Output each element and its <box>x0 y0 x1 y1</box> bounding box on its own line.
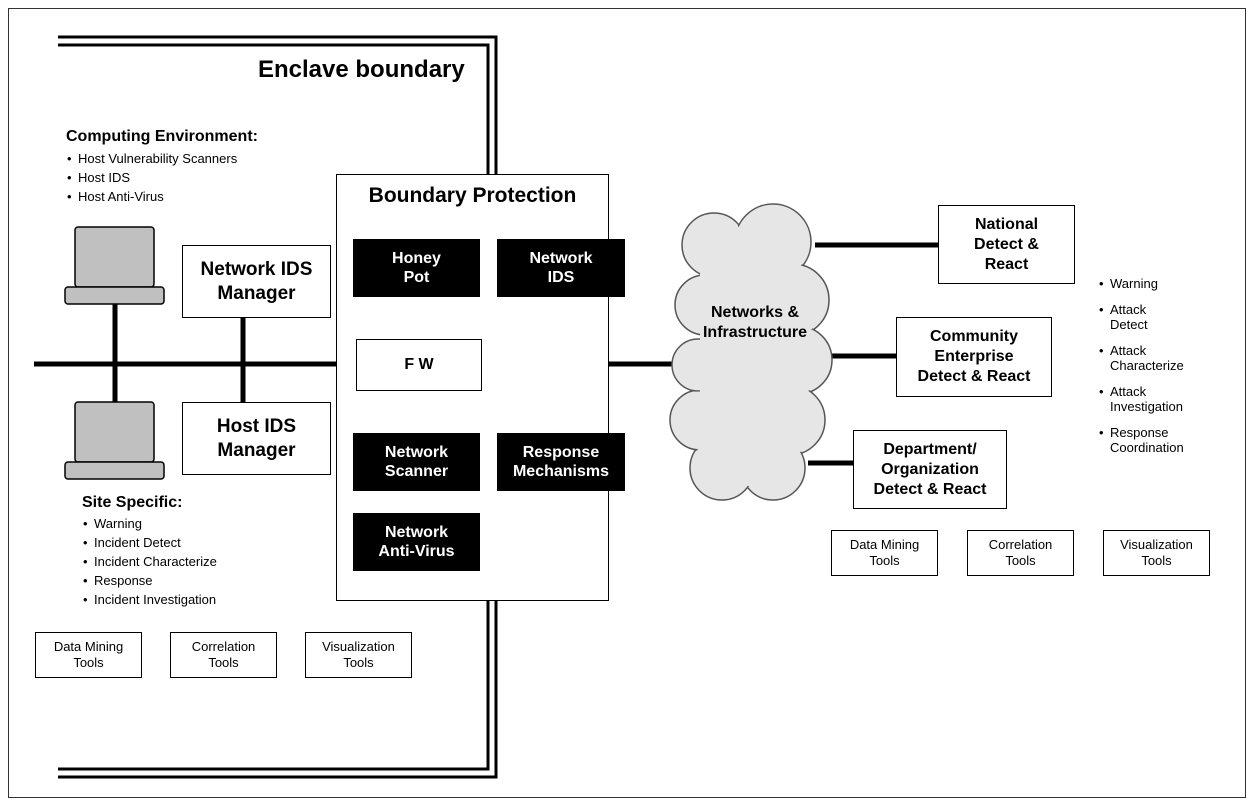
department-detect-react-box: Department/ Organization Detect & React <box>853 430 1007 509</box>
computing-environment-heading: Computing Environment: <box>66 128 258 145</box>
network-ids-manager-box: Network IDS Manager <box>182 245 331 318</box>
left-data-mining-tools: Data Mining Tools <box>35 632 142 678</box>
network-scanner-box: Network Scanner <box>353 433 480 491</box>
response-capabilities-list: Warning Attack Detect Attack Characteriz… <box>1098 276 1238 466</box>
right-correlation-tools: Correlation Tools <box>967 530 1074 576</box>
list-item: Attack Characterize <box>1098 343 1238 373</box>
enclave-boundary-title: Enclave boundary <box>258 56 465 83</box>
response-mechanisms-box: Response Mechanisms <box>497 433 625 491</box>
honey-pot-box: Honey Pot <box>353 239 480 297</box>
list-item: Host IDS <box>66 168 258 187</box>
network-antivirus-box: Network Anti-Virus <box>353 513 480 571</box>
right-data-mining-tools: Data Mining Tools <box>831 530 938 576</box>
list-item: Incident Detect <box>82 533 217 552</box>
cloud-label: Networks & Infrastructure <box>702 304 808 341</box>
host-ids-manager-box: Host IDS Manager <box>182 402 331 475</box>
right-visualization-tools: Visualization Tools <box>1103 530 1210 576</box>
list-item: Attack Detect <box>1098 302 1238 332</box>
computer-icon-top <box>64 226 165 305</box>
list-item: Incident Characterize <box>82 552 217 571</box>
computing-environment-list: Host Vulnerability Scanners Host IDS Hos… <box>66 149 258 206</box>
list-item: Response <box>82 571 217 590</box>
site-specific-list: Warning Incident Detect Incident Charact… <box>82 514 217 609</box>
community-detect-react-box: Community Enterprise Detect & React <box>896 317 1052 397</box>
site-specific: Site Specific: Warning Incident Detect I… <box>82 494 217 609</box>
computing-environment: Computing Environment: Host Vulnerabilit… <box>66 128 258 206</box>
list-item: Response Coordination <box>1098 425 1238 455</box>
boundary-protection-title: Boundary Protection <box>368 184 577 207</box>
list-item: Warning <box>1098 276 1238 291</box>
list-item: Incident Investigation <box>82 590 217 609</box>
list-item: Host Vulnerability Scanners <box>66 149 258 168</box>
computer-icon-bottom <box>64 401 165 480</box>
site-specific-heading: Site Specific: <box>82 494 183 511</box>
network-ids-box: Network IDS <box>497 239 625 297</box>
firewall-box: F W <box>356 339 482 391</box>
left-visualization-tools: Visualization Tools <box>305 632 412 678</box>
left-correlation-tools: Correlation Tools <box>170 632 277 678</box>
national-detect-react-box: National Detect & React <box>938 205 1075 284</box>
diagram-frame <box>8 8 1246 798</box>
list-item: Warning <box>82 514 217 533</box>
list-item: Attack Investigation <box>1098 384 1238 414</box>
list-item: Host Anti-Virus <box>66 187 258 206</box>
